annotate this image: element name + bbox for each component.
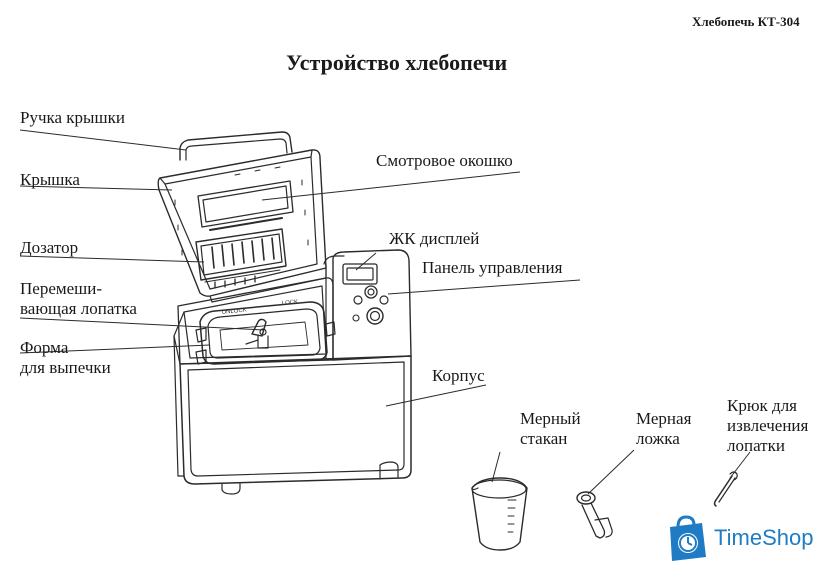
- leader-lid: [19, 185, 173, 191]
- label-dispenser: Дозатор: [20, 238, 79, 257]
- lcd-display: [342, 263, 378, 285]
- shopping-bag-clock-icon: [670, 515, 706, 561]
- control-housing: [332, 249, 412, 361]
- leader-pan: [19, 344, 211, 354]
- button-top: [364, 285, 378, 299]
- button-main: [366, 307, 384, 325]
- dispenser-box: [195, 228, 287, 281]
- pan-mark-unlock: UNLOCK: [222, 307, 248, 316]
- extraction-hook: [713, 475, 733, 507]
- lid-outer: [157, 149, 327, 297]
- pan-mark-lock: LOCK: [282, 299, 299, 307]
- model-name: Хлебопечь КТ-304: [692, 14, 800, 29]
- label-lid: Крышка: [20, 170, 80, 189]
- label-control-panel: Панель управления: [422, 258, 563, 277]
- measuring-spoon: [576, 491, 596, 505]
- label-lcd: ЖК дисплей: [389, 229, 480, 248]
- leader-lcd: [355, 252, 377, 271]
- label-paddle: Перемеши- вающая лопатка: [20, 279, 137, 318]
- body-front: [179, 355, 412, 485]
- leader-cup: [491, 451, 501, 483]
- label-measuring-cup: Мерный стакан: [520, 409, 581, 448]
- label-pan: Форма для выпечки: [20, 338, 111, 377]
- page-title: Устройство хлебопечи: [286, 50, 508, 75]
- leader-control-panel: [387, 279, 581, 295]
- label-extraction-hook: Крюк для извлечения лопатки: [727, 396, 809, 455]
- leader-lid-handle: [19, 129, 187, 151]
- measuring-cup: [471, 477, 528, 551]
- leader-dispenser: [19, 255, 205, 263]
- button-left: [353, 295, 363, 305]
- label-viewing-window: Смотровое окошко: [376, 151, 513, 170]
- brand-watermark: TimeShop: [660, 513, 835, 568]
- leader-hook: [729, 451, 751, 479]
- leader-spoon: [587, 449, 635, 495]
- label-measuring-spoon: Мерная ложка: [636, 409, 692, 448]
- brand-name: TimeShop: [714, 525, 814, 550]
- leader-paddle: [19, 317, 265, 331]
- leader-body: [385, 384, 487, 407]
- lid-handle-shape: [179, 131, 293, 161]
- viewing-window: [197, 180, 294, 228]
- label-lid-handle: Ручка крышки: [20, 108, 125, 127]
- label-body: Корпус: [432, 366, 485, 385]
- leader-window: [261, 171, 521, 201]
- button-small: [352, 314, 360, 322]
- kneading-paddle: [251, 318, 267, 337]
- button-right: [379, 295, 389, 305]
